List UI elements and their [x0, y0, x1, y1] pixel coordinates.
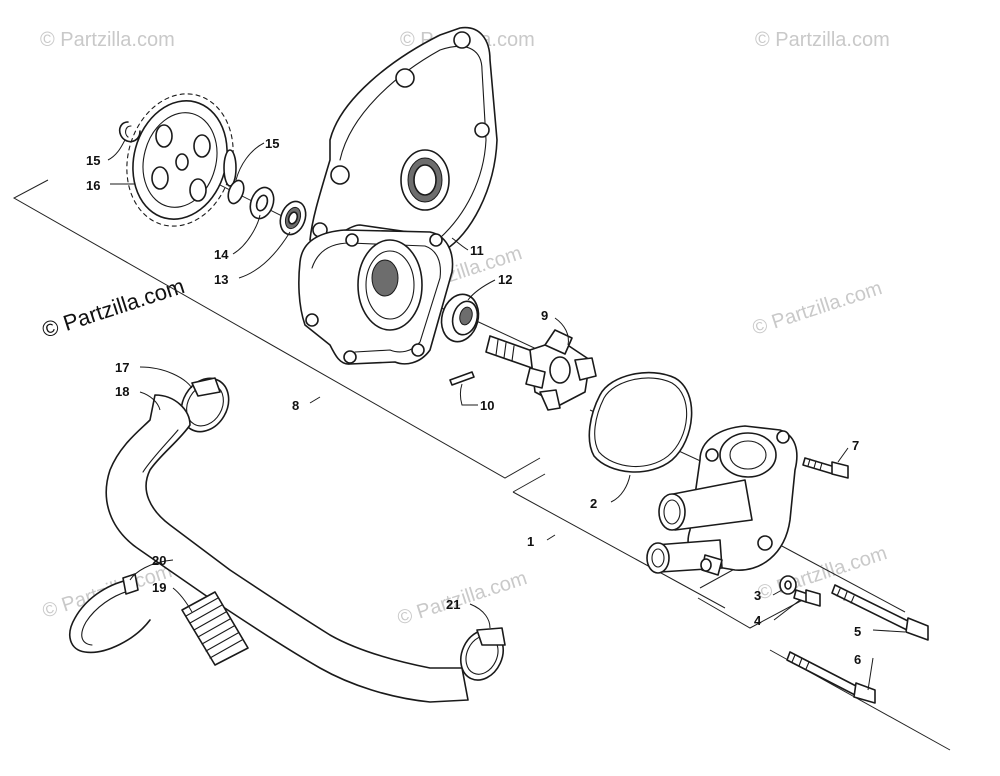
hose-clamp-21: [460, 627, 506, 681]
watermark: © Partzilla.com: [750, 277, 885, 340]
callout-17: 17: [115, 360, 129, 375]
callout-4: 4: [754, 613, 762, 628]
drain-bolt-4: [793, 589, 821, 607]
callout-labels: 15 16 15 14 13 11 12 9 10 8 2 1 7 3 4 5 …: [86, 136, 861, 667]
watermark: © Partzilla.com: [40, 29, 175, 51]
axis-line: [779, 544, 906, 613]
spring-guard-19: [181, 591, 249, 666]
callout-20: 20: [152, 553, 166, 568]
callout-18: 18: [115, 384, 129, 399]
callout-6: 6: [854, 652, 861, 667]
watermark: © Partzilla.com: [395, 567, 530, 630]
callout-7: 7: [852, 438, 859, 453]
callout-16: 16: [86, 178, 100, 193]
callout-8: 8: [292, 398, 299, 413]
callout-15: 15: [265, 136, 279, 151]
leader-lines: [107, 139, 906, 691]
callout-9: 9: [541, 308, 548, 323]
bolt-6: [786, 651, 876, 704]
washer-3: [779, 575, 797, 595]
callout-1: 1: [527, 534, 534, 549]
washer-14: [249, 186, 275, 220]
pin-10: [449, 371, 475, 386]
wire-clip-20: [69, 573, 151, 654]
callout-3: 3: [754, 588, 761, 603]
callout-14: 14: [214, 247, 229, 262]
callout-19: 19: [152, 580, 166, 595]
callout-15: 15: [86, 153, 100, 168]
bolt-5: [831, 584, 929, 641]
crankcase-cover-11: [298, 26, 498, 365]
seal-13: [279, 200, 307, 236]
impeller-shaft-9: [485, 329, 597, 411]
callout-2: 2: [590, 496, 597, 511]
bolt-7: [802, 457, 849, 479]
bracket-line-8: [12, 179, 541, 479]
o-ring-2: [588, 371, 693, 473]
watermark-main: © Partzilla.com: [39, 273, 188, 343]
callout-21: 21: [446, 597, 460, 612]
watermark: © Partzilla.com: [755, 29, 890, 51]
callout-12: 12: [498, 272, 512, 287]
hose-clamp-17: [180, 377, 230, 433]
mechanical-seal-12: [440, 293, 480, 343]
bracket-line-4: [697, 594, 813, 629]
callout-5: 5: [854, 624, 861, 639]
coolant-hose-18: [105, 394, 469, 703]
water-pump-housing-1: [646, 425, 798, 576]
bracket-line: [512, 473, 546, 493]
snap-ring-15-right: [227, 179, 245, 205]
gear-16: [126, 93, 237, 227]
callout-11: 11: [470, 243, 484, 258]
callout-13: 13: [214, 272, 228, 287]
snap-ring-15-left: [118, 121, 141, 143]
callout-10: 10: [480, 398, 494, 413]
